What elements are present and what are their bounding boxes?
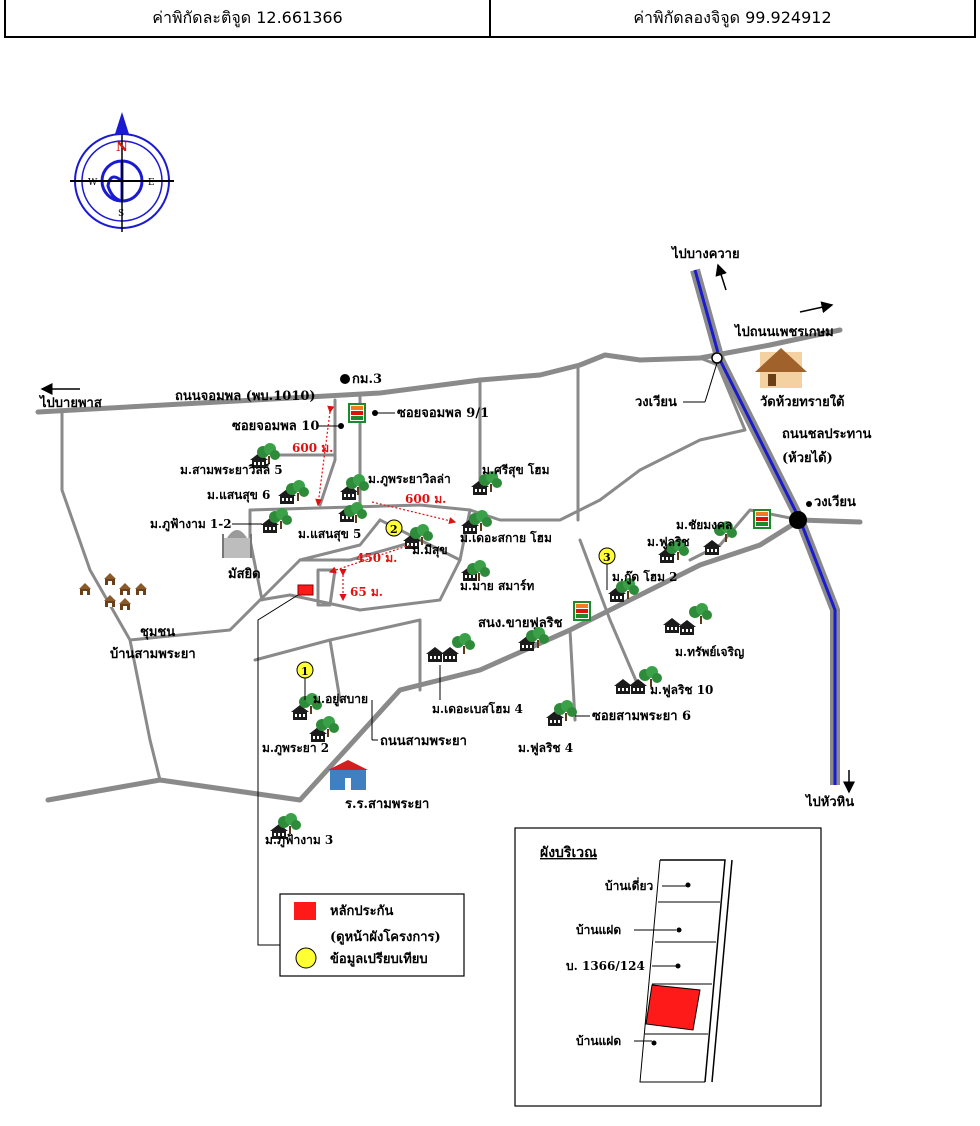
village-label-the-sky-home: ม.เดอะสกาย โฮม: [460, 530, 552, 545]
roundabout-icon: [711, 352, 723, 364]
coordinate-table: ค่าพิกัดละติจูด 12.661366 ค่าพิกัดลองจิจ…: [4, 0, 976, 38]
village-label-saensuk-5: ม.แสนสุข 5: [298, 527, 361, 542]
mosque-label: มัสยิด: [228, 567, 261, 582]
seven-eleven-icon-2: [753, 509, 771, 529]
direction-arrows: [40, 263, 855, 794]
roundabout-2-label: วงเวียน: [814, 494, 856, 510]
distance-450: 450 ม.: [356, 551, 397, 565]
canal-road: [690, 268, 840, 785]
soi-chompol-9-1-label: ซอยจอมพล 9/1: [397, 406, 489, 421]
distance-600-a: 600 ม.: [292, 441, 333, 455]
village-label-srisuk-home: ม.ศรีสุข โฮม: [482, 462, 550, 478]
map-legend: หลักประกัน (ดูหน้าผังโครงการ) ข้อมูลเปรี…: [279, 893, 465, 977]
village-label-saensuk-6: ม.แสนสุข 6: [207, 488, 270, 503]
village-label-sam-phraya-villa-5: ม.สามพระยาวิลล์ 5: [180, 463, 283, 477]
village-label-my-smart: ม.มาย สมาร์ท: [460, 579, 534, 593]
temple-icon: [755, 348, 807, 388]
compass-east-label: E: [148, 178, 155, 188]
km3-marker-icon: [340, 374, 350, 384]
svg-text:1: 1: [301, 665, 309, 678]
village-label-chaimongkol: ม.ชัยมงคล: [676, 518, 732, 532]
community-huts: [79, 573, 147, 610]
svg-text:2: 2: [390, 523, 398, 536]
km3-label: กม.3: [352, 372, 382, 387]
site-plan-title: ผังบริเวณ: [540, 845, 597, 861]
collateral-legend-swatch: [294, 902, 316, 920]
site-plan-single-house-label: บ้านเดี่ยว: [605, 877, 653, 893]
village-label-phufa-ngam-1-2: ม.ภูฟ้างาม 1-2: [150, 517, 232, 532]
latitude-cell: ค่าพิกัดละติจูด 12.661366: [152, 7, 343, 27]
to-bang-khwai-label: ไปบางควาย: [670, 245, 740, 262]
roundabout-1-label: วงเวียน: [635, 394, 677, 410]
legend-comparison-label: ข้อมูลเปรียบเทียบ: [330, 951, 428, 967]
village-label-fullrich: ม.ฟูลริช: [647, 535, 690, 550]
village-label-fullrich-4: ม.ฟูลริช 4: [518, 741, 573, 756]
distance-600-b: 600 ม.: [405, 492, 446, 506]
soi-sam-phraya-6-label: ซอยสามพระยา 6: [592, 709, 691, 724]
site-plan: ผังบริเวณ บ้านเดี่ยว บ้านแฝด บ. 1366/124…: [514, 827, 822, 1107]
distance-65: 65 ม.: [350, 585, 383, 599]
village-label-sap-charoen: ม.ทรัพย์เจริญ: [675, 645, 744, 659]
comparison-legend-swatch: [295, 947, 317, 969]
site-plan-twin-house-2-label: บ้านแฝด: [576, 1034, 621, 1048]
longitude-cell: ค่าพิกัดลองจิจูด 99.924912: [489, 0, 974, 36]
site-collateral-lot: [645, 984, 701, 1031]
huai-dai-label: (ห้วยได้): [782, 449, 833, 466]
compass-south-label: S: [118, 209, 124, 219]
legend-see-project-label: (ดูหน้าผังโครงการ): [330, 928, 441, 945]
sale-office-label: สนง.ขายฟูลริช: [478, 616, 563, 631]
community-label-2: บ้านสามพระยา: [110, 646, 196, 662]
to-bypass-label: ไปบายพาส: [38, 394, 102, 411]
comparison-marker-3: 3: [598, 547, 616, 590]
village-label-the-best-home-4: ม.เดอะเบสโฮม 4: [432, 701, 523, 716]
site-plan-address-label: บ. 1366/124: [566, 959, 645, 973]
temple-label: วัดห้วยทรายใต้: [760, 393, 845, 410]
compass-rose: N S E W: [70, 112, 174, 232]
compass-west-label: W: [88, 178, 98, 188]
to-phetkasem-label: ไปถนนเพชรเกษม: [733, 323, 834, 340]
sam-phraya-road-label: ถนนสามพระยา: [380, 734, 467, 749]
community-label-1: ชุมชน: [140, 625, 175, 640]
compass-north-label: N: [116, 140, 128, 155]
to-hua-hin-label: ไปหัวหิน: [804, 793, 854, 810]
roundabout-2-icon: [789, 511, 807, 529]
school-label: ร.ร.สามพระยา: [345, 797, 429, 812]
comparison-marker-2: 2: [385, 519, 403, 537]
village-label-fullrich-10: ม.ฟูลริช 10: [650, 683, 713, 698]
village-label-yu-sabai: ม.อยู่สบาย: [313, 692, 368, 707]
collateral-marker-icon: [297, 584, 314, 596]
north-arrow-icon: [115, 112, 129, 134]
site-plan-twin-house-1-label: บ้านแฝด: [576, 923, 621, 937]
legend-collateral-label: หลักประกัน: [330, 904, 393, 919]
mosque-icon: [222, 530, 252, 558]
village-label-phu-phraya-2: ม.ภูพระยา 2: [262, 741, 329, 756]
distance-indicators: [315, 405, 457, 602]
chompol-road-label: ถนนจอมพล (พบ.1010): [175, 389, 316, 404]
svg-text:3: 3: [603, 551, 611, 564]
soi-chompol-10-label: ซอยจอมพล 10: [232, 419, 319, 434]
school-icon: [328, 760, 368, 790]
seven-eleven-icon-3: [573, 601, 591, 621]
seven-eleven-icon: [348, 403, 366, 423]
comparison-marker-1: 1: [296, 661, 314, 700]
village-label-phufa-ngam-3: ม.ภูฟ้างาม 3: [265, 833, 333, 848]
village-label-good-home-2: ม.กู๊ด โฮม 2: [612, 569, 678, 585]
village-label-phu-phraya-villa: ม.ภูพระยาวิลล่า: [368, 472, 451, 487]
village-label-mesuk: ม.มีสุข: [412, 543, 448, 558]
chonprathan-road-label: ถนนชลประทาน: [782, 427, 872, 442]
